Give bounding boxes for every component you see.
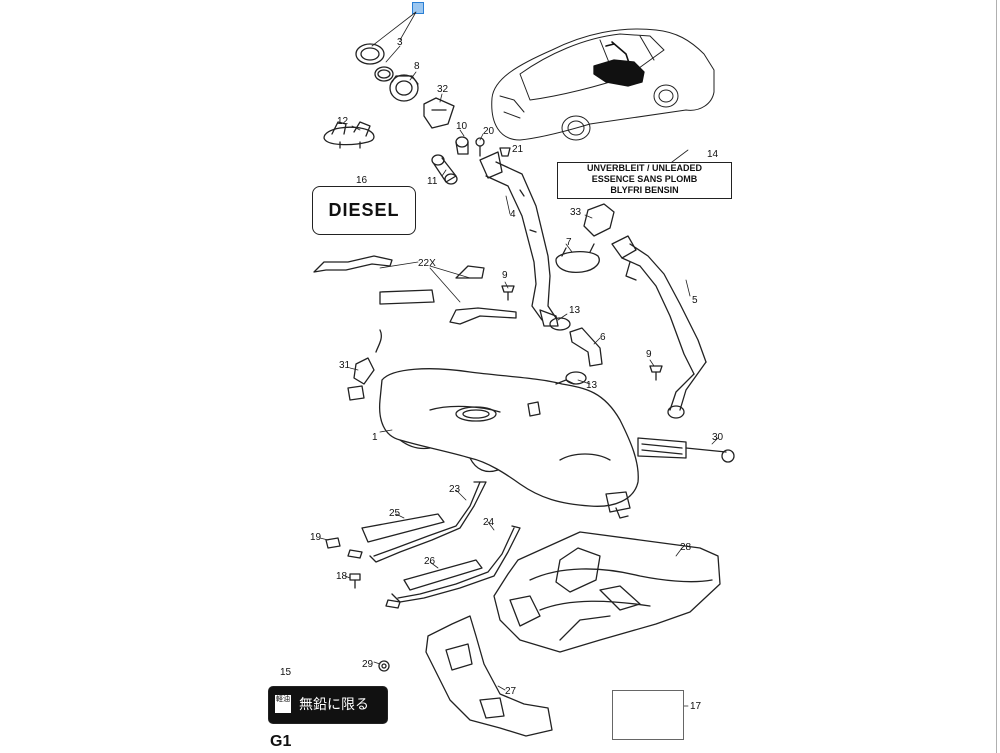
part-6-hose <box>569 327 603 367</box>
callout-13a: 13 <box>569 305 581 316</box>
callout-26: 26 <box>424 556 436 567</box>
callout-9a: 9 <box>502 270 508 281</box>
parts-10-20-21 <box>455 136 511 157</box>
callout-12: 12 <box>337 116 349 127</box>
part-22x-straps <box>313 255 517 325</box>
part-31-sender <box>347 329 382 401</box>
part-33-flap <box>583 203 615 237</box>
callout-16: 16 <box>356 175 368 186</box>
callout-5: 5 <box>692 295 698 306</box>
callout-15: 15 <box>280 667 292 678</box>
part-4-filler-pipe <box>479 151 559 327</box>
callout-4: 4 <box>510 209 516 220</box>
callout-8: 8 <box>414 61 420 72</box>
callout-3: 3 <box>397 37 403 48</box>
part-1-fuel-tank <box>378 368 639 519</box>
label-14-line-3: BLYFRI BENSIN <box>610 185 679 195</box>
part-5-vent-pipe <box>611 235 707 419</box>
callout-18: 18 <box>336 571 348 582</box>
label-15-text: 無鉛に限る <box>299 697 369 713</box>
callout-25: 25 <box>389 508 401 519</box>
callout-19: 19 <box>310 532 322 543</box>
part-28-floor-pan <box>493 531 721 653</box>
callout-23: 23 <box>449 484 461 495</box>
car-tank-highlight <box>593 59 645 87</box>
label-15-badge: 軽油 <box>275 695 291 713</box>
callout-10: 10 <box>456 121 468 132</box>
leader-lines <box>319 11 719 707</box>
callout-22x: 22X <box>418 258 436 269</box>
label-16-diesel: DIESEL <box>312 186 416 235</box>
part-32-housing <box>423 97 455 129</box>
callout-31: 31 <box>339 360 351 371</box>
frame-right-edge <box>996 0 997 753</box>
callout-7: 7 <box>566 237 572 248</box>
part-23-25-strap <box>347 481 487 563</box>
label-15-japanese: 軽油 無鉛に限る <box>268 686 388 724</box>
bolt-9 <box>501 285 663 381</box>
callout-6: 6 <box>600 332 606 343</box>
label-14-line-2: ESSENCE SANS PLOMB <box>591 174 698 184</box>
fasteners-19-18 <box>325 537 361 589</box>
callout-24: 24 <box>483 517 495 528</box>
callout-27: 27 <box>505 686 517 697</box>
callout-13b: 13 <box>586 380 598 391</box>
callout-9b: 9 <box>646 349 652 360</box>
callout-21: 21 <box>512 144 524 155</box>
part-24-26-strap <box>385 525 521 609</box>
callout-1: 1 <box>372 432 378 443</box>
car-filler-line <box>605 41 631 67</box>
page-id: G1 <box>270 733 292 750</box>
callout-29: 29 <box>362 659 374 670</box>
selection-marker[interactable] <box>412 2 424 14</box>
part-30-shield <box>637 437 735 463</box>
part-8-grommet <box>389 74 419 102</box>
callout-11: 11 <box>427 176 438 187</box>
callout-32: 32 <box>437 84 449 95</box>
callout-17: 17 <box>690 701 702 712</box>
part-7-clamp <box>555 243 600 274</box>
part-29-nut <box>378 660 390 672</box>
label-14-unleaded: UNVERBLEIT / UNLEADED ESSENCE SANS PLOMB… <box>557 162 732 199</box>
callout-33: 33 <box>570 207 582 218</box>
label-14-line-1: UNVERBLEIT / UNLEADED <box>586 163 702 173</box>
part-11-hose <box>431 154 458 185</box>
car-outline <box>491 28 715 141</box>
callout-20: 20 <box>483 126 495 137</box>
part-12-clamp <box>323 121 375 149</box>
clamp-13 <box>549 317 587 385</box>
label-17-box <box>612 690 684 740</box>
callout-30: 30 <box>712 432 724 443</box>
filler-cap-rings <box>355 43 394 82</box>
callout-14: 14 <box>707 149 719 160</box>
part-27-heat-shield <box>425 615 553 737</box>
callout-28: 28 <box>680 542 692 553</box>
